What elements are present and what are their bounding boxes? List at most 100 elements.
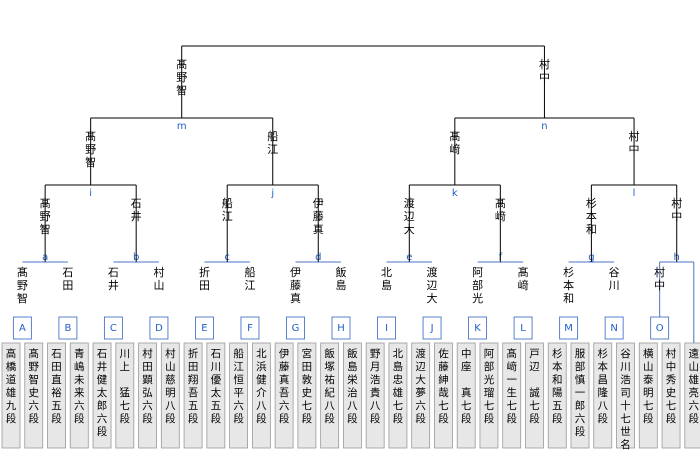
block-label-box	[103, 316, 123, 340]
player-box	[365, 342, 385, 449]
player-box	[388, 342, 408, 449]
block-label-box	[468, 316, 488, 340]
block-label-box	[240, 316, 260, 340]
player-name: 佐藤紳哉七段	[438, 347, 449, 425]
player-name: 杉本昌隆八段	[598, 347, 609, 425]
match-label: i	[89, 188, 92, 199]
round1-loser: 村山	[153, 265, 164, 292]
player-box	[183, 342, 203, 449]
block-label: C	[110, 323, 117, 334]
block-label: O	[656, 323, 664, 334]
player-name: 船江恒平六段	[233, 347, 244, 425]
block-label: D	[155, 323, 163, 334]
player-box	[138, 342, 157, 449]
player-box	[206, 342, 226, 449]
block-label: H	[337, 323, 345, 334]
player-box	[661, 342, 681, 449]
player-box	[297, 342, 317, 449]
player-name: 服部慎一郎六段	[575, 348, 586, 438]
round3-winner: 髙﨑	[449, 129, 460, 156]
player-box	[115, 342, 135, 449]
player-box	[638, 342, 658, 449]
match-label: k	[452, 188, 458, 199]
round2-loser: 石井	[131, 197, 142, 223]
player-name: 村田顕弘六段	[142, 347, 153, 425]
round1-winner: 折田	[199, 265, 210, 292]
round1-loser: 飯島	[336, 265, 347, 292]
player-name: 阿部光瑠七段	[484, 348, 495, 425]
match-label: m	[177, 121, 187, 132]
block-label-box	[149, 316, 169, 340]
player-box	[160, 342, 180, 449]
player-box	[92, 342, 112, 449]
player-box	[320, 342, 340, 449]
block-label-box	[377, 316, 396, 340]
round2-winner: 渡辺大	[404, 196, 415, 236]
player-name: 宮田敦史七段	[302, 347, 313, 425]
block-label: B	[64, 323, 71, 334]
round1-winner: 阿部光	[472, 266, 483, 305]
round1-winner: 村中	[654, 265, 665, 292]
player-box	[547, 342, 567, 449]
player-name: 石田直裕五段	[51, 348, 62, 425]
player-name: 中座 真七段	[461, 347, 472, 425]
block-label: M	[564, 323, 573, 334]
round1-loser: 谷川	[609, 266, 620, 292]
player-box	[570, 342, 590, 449]
round1-winner: 伊藤真	[290, 266, 301, 305]
player-name: 杉本和陽五段	[552, 347, 563, 425]
block-label: N	[610, 323, 617, 334]
block-label: E	[201, 323, 207, 334]
block-label: I	[385, 323, 388, 334]
match-label: j	[270, 188, 274, 199]
block-label-box	[604, 316, 624, 340]
player-name: 伊藤真吾六段	[279, 348, 290, 425]
block-label-box	[559, 316, 579, 340]
block-label-box	[58, 316, 78, 340]
player-box	[274, 342, 294, 449]
player-box	[1, 342, 21, 449]
player-box	[411, 342, 431, 449]
player-box	[502, 342, 522, 449]
player-name: 高橋道雄九段	[6, 347, 17, 425]
round1-winner: 北島	[381, 266, 392, 292]
player-name: 髙﨑一生七段	[506, 347, 517, 425]
player-name: 川上 猛七段	[120, 348, 131, 425]
block-label: L	[520, 323, 526, 334]
final-left: 髙野智	[176, 57, 187, 97]
player-box	[593, 342, 613, 449]
match-label: n	[541, 121, 547, 132]
round1-loser: 渡辺大	[427, 265, 438, 305]
player-name: 石井健太郎六段	[97, 348, 108, 438]
player-box	[616, 342, 635, 449]
block-label-box	[12, 316, 32, 340]
player-box	[47, 342, 66, 449]
player-name: 飯島栄治八段	[347, 347, 358, 425]
player-box	[342, 342, 362, 449]
player-box	[525, 342, 544, 449]
player-name: 北島忠雄七段	[393, 348, 404, 425]
player-name: 村山慈明八段	[165, 347, 176, 425]
player-box	[434, 342, 453, 449]
player-name: 青嶋未来六段	[74, 347, 85, 425]
round2-loser: 髙﨑	[495, 196, 506, 223]
player-name: 野月浩貴八段	[370, 348, 381, 425]
match-label: l	[633, 188, 636, 199]
player-name: 渡辺大夢六段	[415, 347, 426, 425]
player-box	[456, 342, 476, 449]
player-name: 折田翔吾五段	[188, 347, 199, 425]
round3-loser: 村中	[629, 129, 640, 156]
block-label: F	[247, 323, 253, 334]
player-box	[24, 342, 44, 449]
block-label: G	[292, 323, 300, 334]
block-label: K	[474, 323, 481, 334]
block-label-box	[422, 316, 442, 340]
round3-winner: 髙野智	[85, 129, 96, 169]
round2-loser: 伊藤真	[313, 197, 324, 236]
player-name: 戸辺 誠七段	[529, 348, 540, 425]
block-label-box	[195, 316, 214, 340]
player-name: 村中秀史七段	[666, 347, 677, 425]
player-name: 横山泰明七段	[643, 347, 654, 425]
round2-winner: 船江	[222, 196, 233, 223]
